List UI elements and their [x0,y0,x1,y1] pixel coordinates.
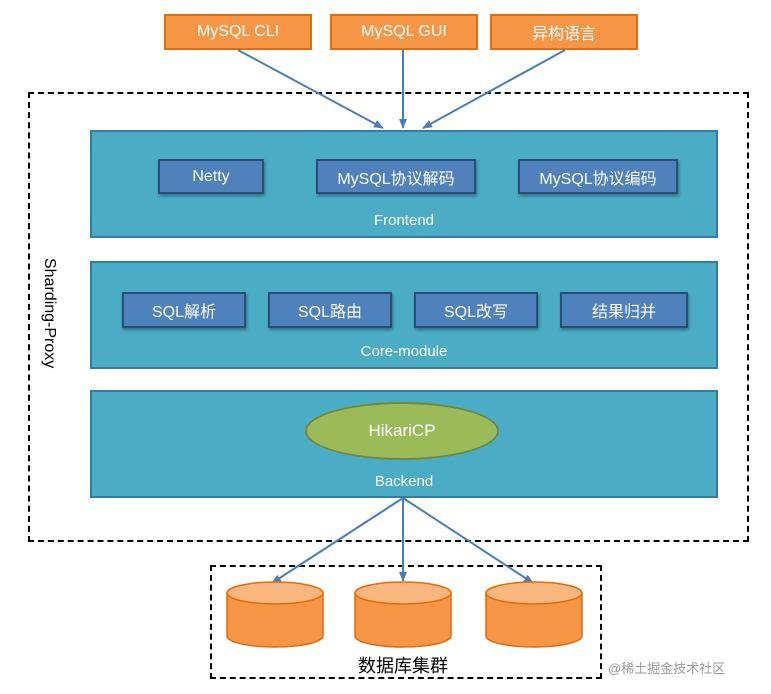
frontend-module-mysql-encode-label: MySQL协议编码 [539,170,657,188]
client-mysql-cli: MySQL CLI [164,14,312,50]
client-mysql-gui-label: MySQL GUI [361,23,447,40]
core-module-sql-parse-label: SQL解析 [151,304,217,321]
core-module-sql-route: SQL路由 [268,292,392,328]
watermark: @稀土掘金技术社区 [608,661,726,676]
core-module-label: Core-module [360,343,448,360]
arrow-backend-to-db-1 [271,497,404,584]
frontend-module-mysql-encode: MySQL协议编码 [518,159,678,194]
core-module-sql-route-label: SQL路由 [297,304,363,321]
core-module-result-merge-label: 结果归并 [591,304,656,321]
client-heterogeneous-language-label: 异构语言 [531,26,596,43]
database-cluster-label: 数据库集群 [358,656,448,676]
frontend-module-netty: Netty [158,159,264,194]
client-mysql-cli-label: MySQL CLI [196,23,280,40]
database-cluster-group [210,565,602,679]
hikaricp-pool-label: HikariCP [368,421,436,440]
client-heterogeneous-language: 异构语言 [490,14,638,50]
arrow-hetero-to-frontend [422,49,566,129]
core-module-sql-parse: SQL解析 [122,292,246,328]
core-module-sql-rewrite: SQL改写 [414,292,538,328]
frontend-module-mysql-decode-label: MySQL协议解码 [337,170,455,188]
arrow-cli-to-frontend [237,49,384,129]
frontend-module-mysql-decode: MySQL协议解码 [316,159,476,194]
database-cylinder-3 [485,581,583,648]
core-module-result-merge: 结果归并 [560,292,688,328]
backend-label: Backend [374,473,434,490]
client-mysql-gui: MySQL GUI [330,14,478,50]
hikaricp-pool: HikariCP [305,402,499,460]
core-module-sql-rewrite-label: SQL改写 [443,304,509,321]
frontend-label: Frontend [373,212,435,229]
database-cylinder-1 [226,581,324,648]
database-cylinder-2 [354,581,452,648]
sharding-proxy-container [28,92,749,542]
arrow-backend-to-db-3 [402,497,534,584]
frontend-module-netty-label: Netty [192,167,230,185]
